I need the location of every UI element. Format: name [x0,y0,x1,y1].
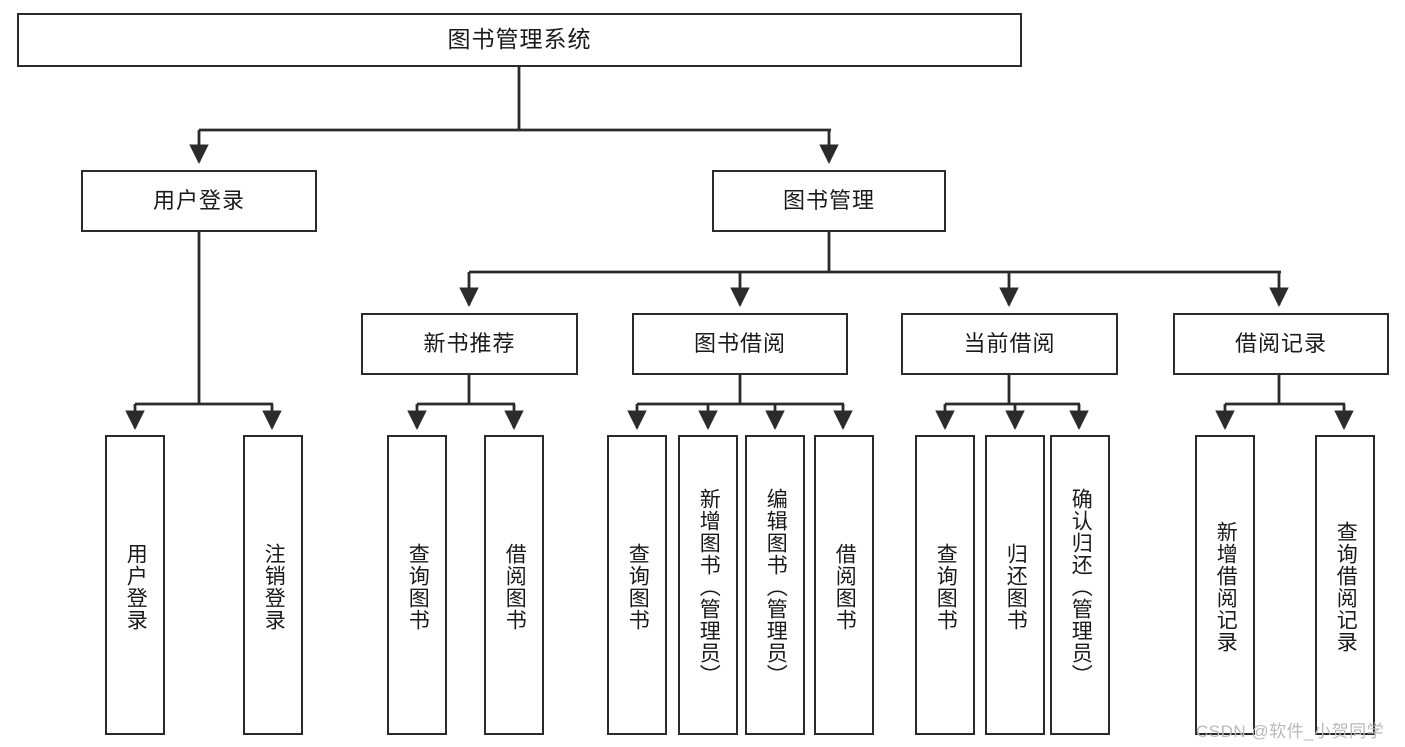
node-new-book-recommendation[interactable]: 新书推荐 [361,313,578,375]
leaf-borrow-books[interactable]: 借阅图书 [814,435,874,735]
leaf-edit-book-admin[interactable]: 编辑图书（管理员） [745,435,805,735]
node-book-management[interactable]: 图书管理 [712,170,946,232]
node-label: 查询借阅记录 [1334,521,1358,653]
node-book-borrowing[interactable]: 图书借阅 [632,313,848,375]
node-label: 查询图书 [934,543,958,631]
node-label: 查询图书 [406,543,430,631]
node-label: 借阅记录 [1234,330,1327,356]
leaf-query-books-current[interactable]: 查询图书 [915,435,975,735]
leaf-add-borrow-record[interactable]: 新增借阅记录 [1195,435,1255,735]
node-label: 用户登录 [152,187,245,213]
node-label: 注销登录 [262,543,286,631]
node-label: 图书借阅 [693,330,786,356]
leaf-borrow-books-new[interactable]: 借阅图书 [484,435,544,735]
node-current-borrowing[interactable]: 当前借阅 [901,313,1118,375]
node-label: 当前借阅 [963,330,1056,356]
node-user-login[interactable]: 用户登录 [81,170,317,232]
node-label: 查询图书 [626,543,650,631]
leaf-user-login[interactable]: 用户登录 [105,435,165,735]
node-label: 借阅图书 [833,543,857,631]
node-root-book-management-system[interactable]: 图书管理系统 [17,13,1022,67]
node-label: 新增借阅记录 [1214,521,1238,653]
node-borrowing-records[interactable]: 借阅记录 [1173,313,1389,375]
leaf-confirm-return-admin[interactable]: 确认归还（管理员） [1050,435,1110,735]
leaf-add-book-admin[interactable]: 新增图书（管理员） [678,435,738,735]
watermark-csdn: CSDN @软件_小贺同学 [1196,722,1385,741]
node-label: 图书管理系统 [447,26,592,53]
node-label: 图书管理 [782,187,875,213]
node-label: 归还图书 [1004,543,1028,631]
node-label: 编辑图书（管理员） [764,488,788,686]
leaf-query-borrow-record[interactable]: 查询借阅记录 [1315,435,1375,735]
leaf-logout[interactable]: 注销登录 [243,435,303,735]
leaf-return-books[interactable]: 归还图书 [985,435,1045,735]
node-label: 新增图书（管理员） [697,488,721,686]
node-label: 用户登录 [124,543,148,631]
node-label: 借阅图书 [503,543,527,631]
leaf-query-books-borrow[interactable]: 查询图书 [607,435,667,735]
leaf-query-books-new[interactable]: 查询图书 [387,435,447,735]
node-label: 新书推荐 [423,330,516,356]
node-label: 确认归还（管理员） [1069,488,1093,686]
